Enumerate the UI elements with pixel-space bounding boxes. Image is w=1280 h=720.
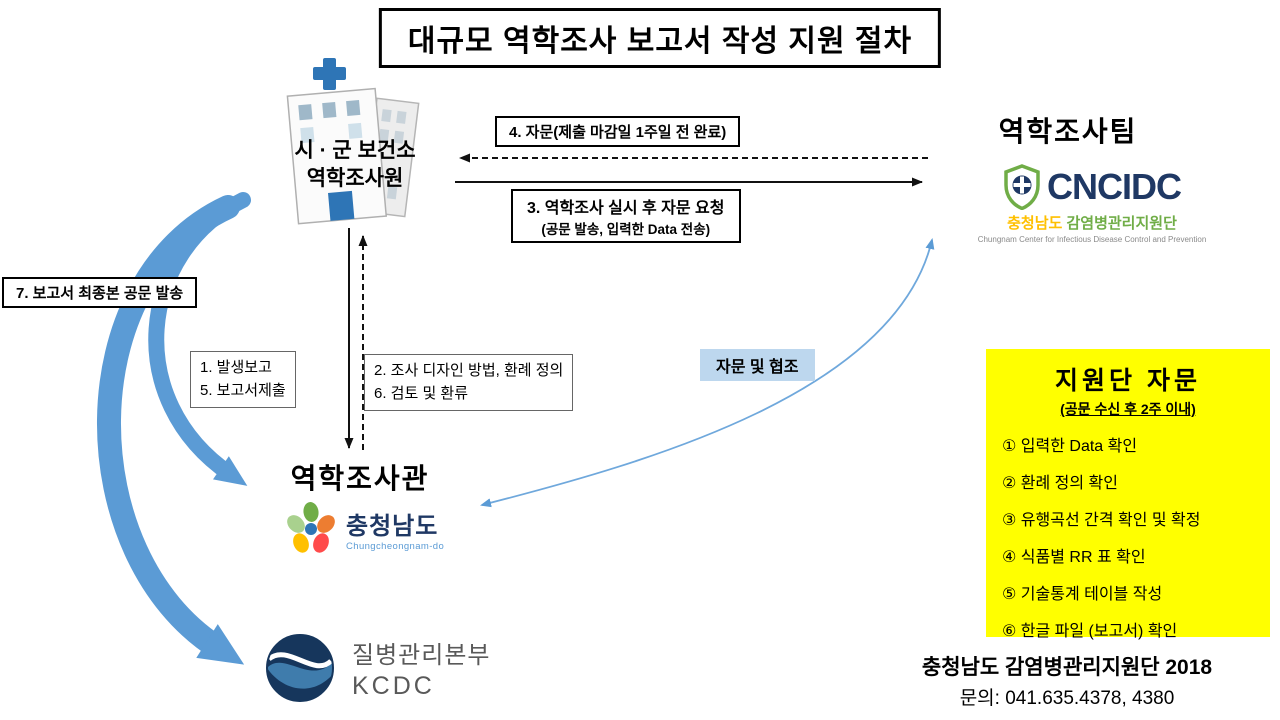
- label-step2-6: 2. 조사 디자인 방법, 환례 정의 6. 검토 및 환류: [364, 354, 574, 411]
- cncidc-subtitle: 충청남도 감염병관리지원단: [972, 212, 1212, 233]
- support-advisory-box: 지원단 자문 (공문 수신 후 2주 이내) ① 입력한 Data 확인 ② 환…: [986, 349, 1270, 640]
- label-step6: 6. 검토 및 환류: [374, 384, 469, 402]
- label-step3: 3. 역학조사 실시 후 자문 요청 (공문 발송, 입력한 Data 전송): [511, 189, 741, 243]
- kcdc-abbr: KCDC: [352, 672, 435, 700]
- label-step1: 1. 발생보고: [200, 359, 272, 376]
- team-title: 역학조사팀: [998, 116, 1138, 147]
- page-title: 대규모 역학조사 보고서 작성 지원 절차: [378, 8, 942, 68]
- cncidc-shield-icon: [1004, 164, 1040, 210]
- arrow-final-report-to-officer-curve: [148, 192, 251, 486]
- label-step5: 5. 보고서제출: [200, 381, 286, 399]
- cncidc-wordmark: CNCIDC: [1047, 166, 1182, 207]
- kcdc-symbol-icon: [266, 634, 334, 702]
- chungnam-english: Chungcheongnam-do: [346, 541, 445, 552]
- support-item-6: ⑥ 한글 파일 (보고서) 확인: [1002, 623, 1178, 640]
- support-item-1: ① 입력한 Data 확인: [1002, 438, 1138, 455]
- label-step1-5: 1. 발생보고 5. 보고서제출: [190, 351, 296, 408]
- footer-org-year: 충청남도 감염병관리지원단 2018: [921, 656, 1213, 679]
- cncidc-logo: CNCIDC 충청남도 감염병관리지원단 Chungnam Center for…: [972, 164, 1212, 244]
- footer: 충청남도 감염병관리지원단 2018 문의: 041.635.4378, 438…: [862, 651, 1272, 710]
- footer-contact: 문의: 041.635.4378, 4380: [959, 688, 1175, 709]
- chungnam-logo: 충청남도 Chungcheongnam-do: [284, 500, 444, 558]
- health-center-line1: 시 · 군 보건소: [294, 139, 416, 162]
- health-center-line2: 역학조사원: [306, 167, 404, 191]
- support-box-subtitle: (공문 수신 후 2주 이내): [1060, 401, 1196, 417]
- kcdc-korean: 질병관리본부: [352, 642, 491, 669]
- support-item-4: ④ 식품별 RR 표 확인: [1002, 549, 1146, 566]
- support-item-3: ③ 유행곡선 간격 확인 및 확정: [1002, 512, 1201, 529]
- health-center-label: 시 · 군 보건소 역학조사원: [248, 137, 462, 194]
- cncidc-region-text: 충청남도: [1007, 215, 1063, 232]
- officer-title: 역학조사관: [290, 463, 430, 494]
- cncidc-english-text: Chungnam Center for Infectious Disease C…: [977, 235, 1207, 244]
- label-step2: 2. 조사 디자인 방법, 환례 정의: [374, 362, 564, 379]
- label-step7: 7. 보고서 최종본 공문 발송: [2, 277, 198, 308]
- support-item-5: ⑤ 기술통계 테이블 작성: [1002, 586, 1163, 603]
- label-step4: 4. 자문(제출 마감일 1주일 전 완료): [495, 116, 741, 147]
- label-step3-line1: 3. 역학조사 실시 후 자문 요청: [527, 200, 725, 217]
- support-box-title: 지원단 자문: [1055, 367, 1201, 395]
- chungnam-korean: 충청남도: [346, 513, 439, 540]
- support-item-2: ② 환례 정의 확인: [1002, 475, 1118, 492]
- label-step3-line2: (공문 발송, 입력한 Data 전송): [541, 222, 711, 237]
- arrow-final-report-to-kcdc-curve: [97, 195, 245, 665]
- arrow-advisory-cooperation-curve: [480, 238, 935, 508]
- kcdc-logo: 질병관리본부 KCDC: [260, 628, 490, 708]
- kcdc-logo-text: 질병관리본부 KCDC: [352, 635, 490, 701]
- cncidc-logo-row: CNCIDC: [972, 164, 1212, 210]
- chungnam-logo-text: 충청남도 Chungcheongnam-do: [346, 506, 444, 552]
- chungnam-flower-icon: [287, 502, 335, 553]
- advisory-cooperation-chip: 자문 및 협조: [700, 349, 815, 381]
- health-center-building-icon: [286, 58, 420, 225]
- cncidc-org-text: 감염병관리지원단: [1066, 215, 1177, 232]
